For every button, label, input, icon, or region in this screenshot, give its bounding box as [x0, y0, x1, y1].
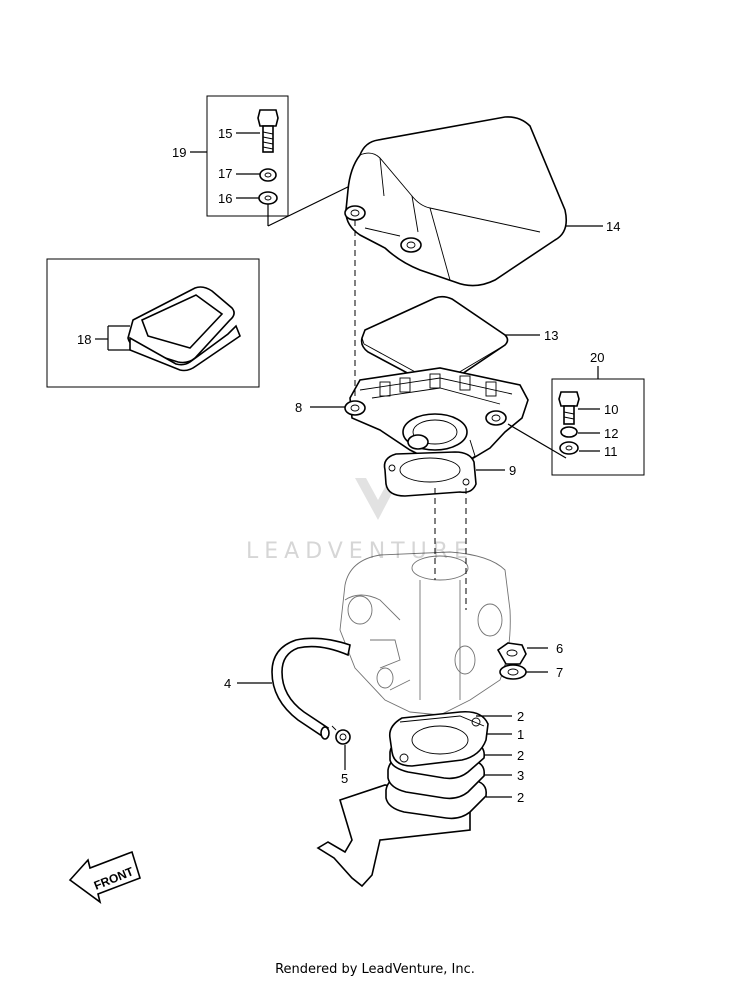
callout-20: 20 [590, 350, 604, 365]
bolt-10 [558, 391, 580, 425]
nut-6 [496, 642, 527, 665]
callout-10: 10 [604, 402, 618, 417]
hose-clamp-5 [331, 725, 351, 745]
fuel-hose-4 [271, 637, 351, 740]
callout-4: 4 [224, 676, 231, 691]
callout-1: 1 [517, 727, 524, 742]
air-cleaner-cover-14 [344, 116, 568, 287]
kit-box-18 [46, 258, 260, 388]
kit-box-20 [551, 366, 645, 476]
callout-12: 12 [604, 426, 618, 441]
watermark-text: LEADVENTURE [246, 539, 474, 564]
callout-6: 6 [556, 641, 563, 656]
footer-credit: Rendered by LeadVenture, Inc. [275, 962, 475, 977]
callout-14: 14 [606, 219, 620, 234]
carburetor-ghost [339, 551, 511, 716]
washer-7 [499, 664, 527, 680]
callout-5: 5 [341, 771, 348, 786]
lock-washer-17 [259, 168, 277, 182]
callout-17: 17 [218, 166, 232, 181]
callout-18: 18 [77, 332, 91, 347]
callout-16: 16 [218, 191, 232, 206]
front-arrow: FRONT [68, 850, 141, 904]
callout-11: 11 [604, 444, 618, 459]
washer-16 [258, 191, 278, 205]
kit-box-19 [190, 95, 289, 226]
callout-2-top: 2 [517, 709, 524, 724]
air-cleaner-case-8 [344, 367, 529, 466]
callout-3: 3 [517, 768, 524, 783]
washer-11 [559, 441, 579, 455]
callout-2-middle: 2 [517, 748, 524, 763]
lock-washer-12 [560, 426, 578, 438]
callout-9: 9 [509, 463, 516, 478]
callout-19: 19 [172, 145, 186, 160]
gasket-9 [383, 451, 477, 497]
callout-2-bottom: 2 [517, 790, 524, 805]
callout-8: 8 [295, 400, 302, 415]
bolt-15 [257, 109, 279, 153]
callout-13: 13 [544, 328, 558, 343]
callout-15: 15 [218, 126, 232, 141]
spacer-stack [316, 710, 489, 888]
callout-7: 7 [556, 665, 563, 680]
